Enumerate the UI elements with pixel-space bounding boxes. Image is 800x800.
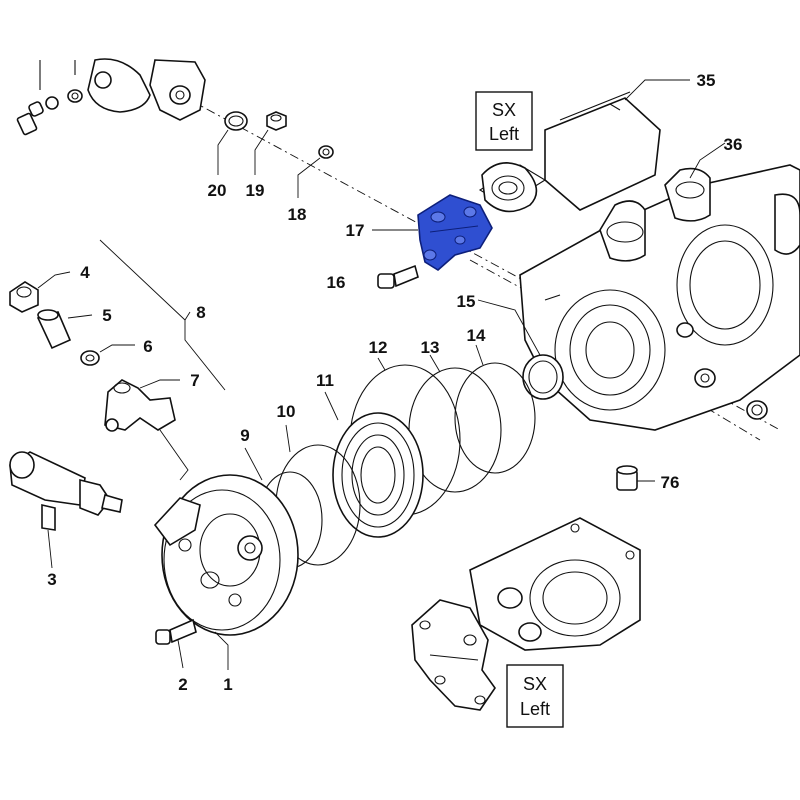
callout-7: 7 [190,371,199,390]
leader-6 [99,344,135,353]
sx-left-box-top: SX Left [475,91,533,151]
part-2-screw [155,618,197,645]
callout-35: 35 [697,71,716,90]
leader-1 [214,631,229,670]
sx-left-box-bottom: SX Left [506,664,564,728]
part-3-valve [9,451,123,531]
callout-10: 10 [277,402,296,421]
callout-4: 4 [80,263,90,282]
leader-12 [377,357,386,371]
assembly-axis-upper [189,99,561,301]
callout-19: 19 [246,181,265,200]
callout-2: 2 [178,675,187,694]
part-5-fitting [36,309,72,350]
callout-12: 12 [369,338,388,357]
callout-18: 18 [288,205,307,224]
callout-9: 9 [240,426,249,445]
callout-11: 11 [316,371,334,390]
sx-label-bottom: SX [523,674,547,694]
callout-5: 5 [102,306,111,325]
leader-18 [297,157,321,198]
callout-76: 76 [661,473,680,492]
callout-1: 1 [223,675,232,694]
callout-20: 20 [208,181,227,200]
part-6-oring [80,350,100,366]
callout-15: 15 [457,292,476,311]
part-20-oring [224,111,248,131]
part-4-nut [9,281,39,313]
part-14-oring [454,362,536,474]
part-15-oring [522,354,564,400]
part-35-top-block [478,91,661,213]
leader-10 [285,424,291,453]
part-1-head-cover [153,474,299,636]
bottom-cover-plate [411,599,496,711]
part-16-screw [377,264,419,289]
callout-14: 14 [467,326,486,345]
connector-7-to-1 [159,429,189,481]
leader-15 [477,299,541,356]
part-76-plug [616,465,638,491]
left-label-bottom: Left [520,699,550,719]
top-left-fitting-assembly [16,89,83,136]
leader-36 [689,142,726,179]
left-label-top: Left [489,124,519,144]
part-19-nut [266,111,287,131]
leader-3 [47,529,53,569]
leader-14 [475,344,484,366]
upper-left-hub-fragment [39,58,206,121]
part-7-elbow-fitting [104,379,176,432]
part-18-washer [318,145,334,159]
callout-13: 13 [421,338,440,357]
body-side-bushing [746,400,768,420]
part-17-cover-plate-highlighted [417,194,493,271]
leader-7 [139,379,180,389]
callout-16: 16 [327,273,346,292]
leader-8-ext [184,311,191,321]
leader-11 [324,391,339,421]
callout-8: 8 [196,303,205,322]
callout-3: 3 [47,570,56,589]
leader-19 [254,129,269,175]
leader-13 [429,354,441,373]
part-11-bearing [332,412,424,538]
bottom-plate-assembly [469,517,641,651]
leader-4 [37,271,71,289]
callout-17: 17 [346,221,365,240]
callout-36: 36 [724,135,743,154]
leader-35 [624,79,690,101]
leader-2 [177,639,184,669]
leader-20 [217,129,229,175]
leader-5 [67,314,93,319]
sx-label-top: SX [492,100,516,120]
leader-9 [244,447,263,481]
part-36-pump-body [519,164,800,431]
callout-6: 6 [143,337,152,356]
leader-8 [99,239,226,391]
